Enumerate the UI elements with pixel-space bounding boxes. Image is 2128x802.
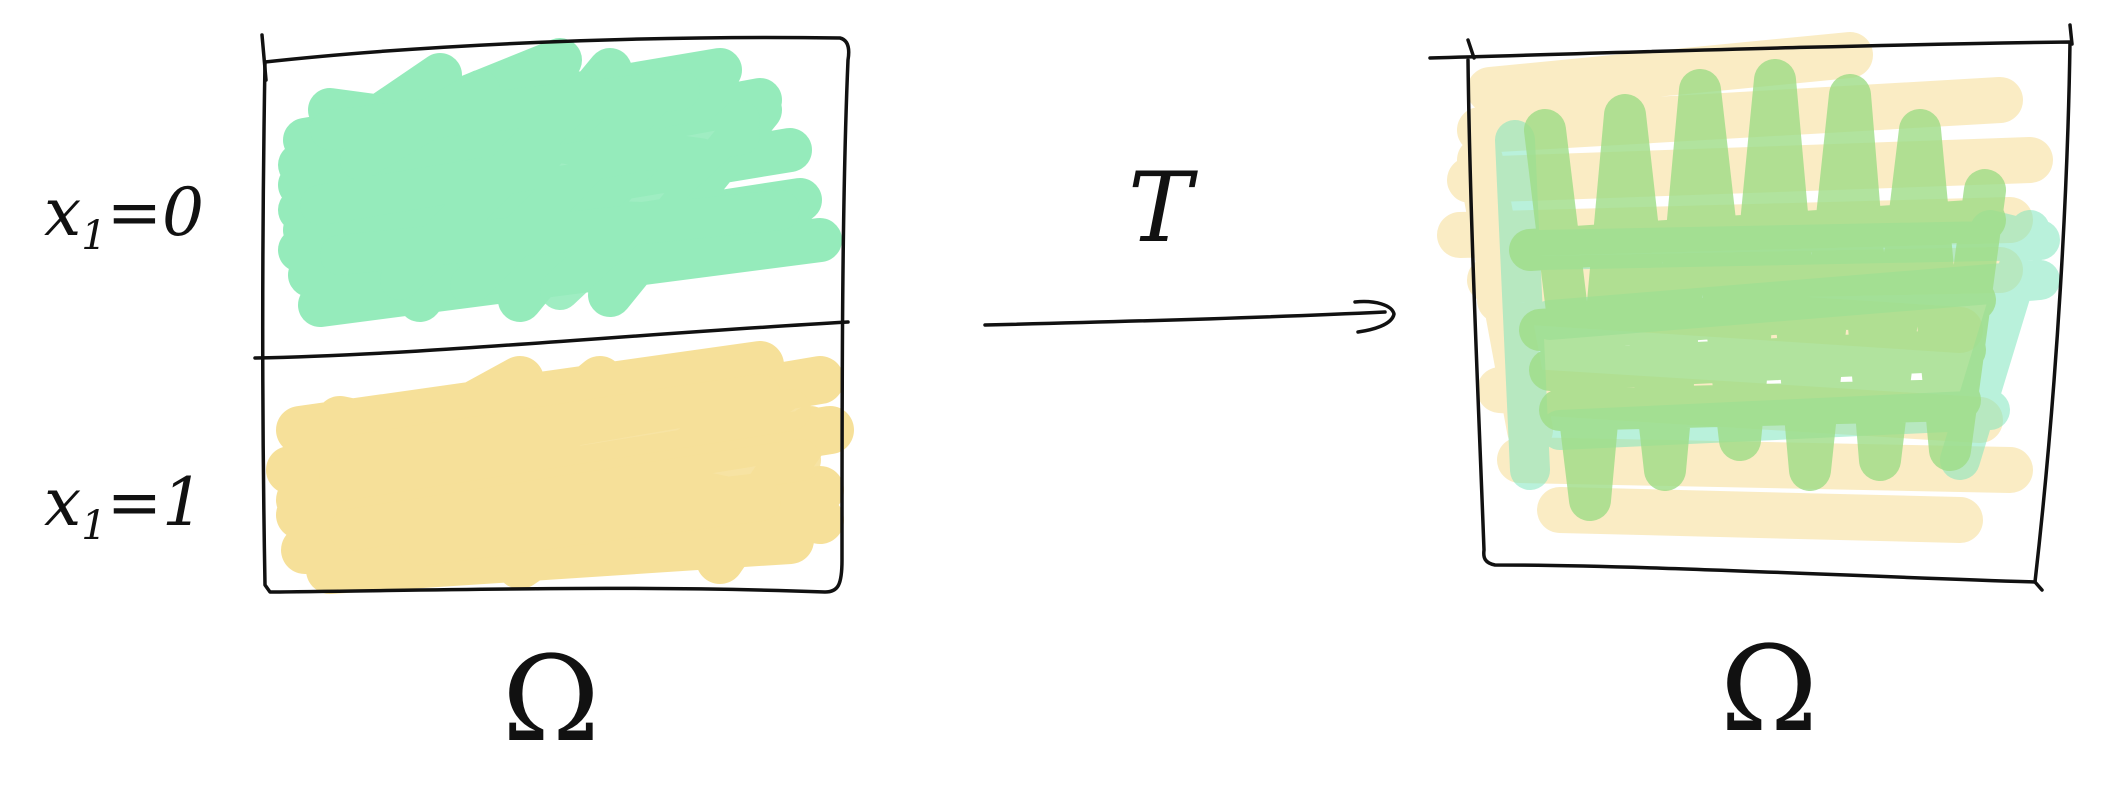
left-box-outline [261,35,851,594]
green-region [278,38,842,327]
yellow-scribble-stroke [266,341,854,594]
right-domain-box [1428,23,2074,592]
right-green-scribble-stroke [1509,59,2006,521]
arrow-head [1353,299,1396,334]
transform-label: T [1128,152,1193,264]
condition-relation: = [106,174,162,251]
condition-value: 1 [162,464,204,541]
left-domain-label: Ω [502,630,600,768]
right-domain-label: Ω [1720,620,1818,758]
right-box-right-tick [2068,23,2074,46]
condition-index: 1 [81,213,107,260]
yellow-region [266,341,854,594]
left-domain-box [253,33,854,594]
condition-relation: = [106,464,162,541]
transform-arrow [983,299,1396,334]
condition-label-bottom: x1=1 [44,470,204,550]
arrow-shaft [983,310,1387,327]
right-box-outline [1428,40,2072,584]
left-box-top-tick [260,33,268,82]
condition-label-top: x1=0 [44,180,204,260]
yellow-scribble-stroke-dense [319,374,821,566]
condition-var: x [44,174,82,251]
right-box-top-tick [1466,38,1476,60]
green-scribble-stroke-dense [300,70,800,310]
green-scribble-stroke [278,38,842,327]
right-box-bottom-tick [2033,580,2044,592]
condition-var: x [44,464,82,541]
mixed-green-region [1509,59,2006,521]
condition-value: 0 [162,174,204,251]
left-box-divider [253,320,850,360]
condition-index: 1 [81,503,107,550]
